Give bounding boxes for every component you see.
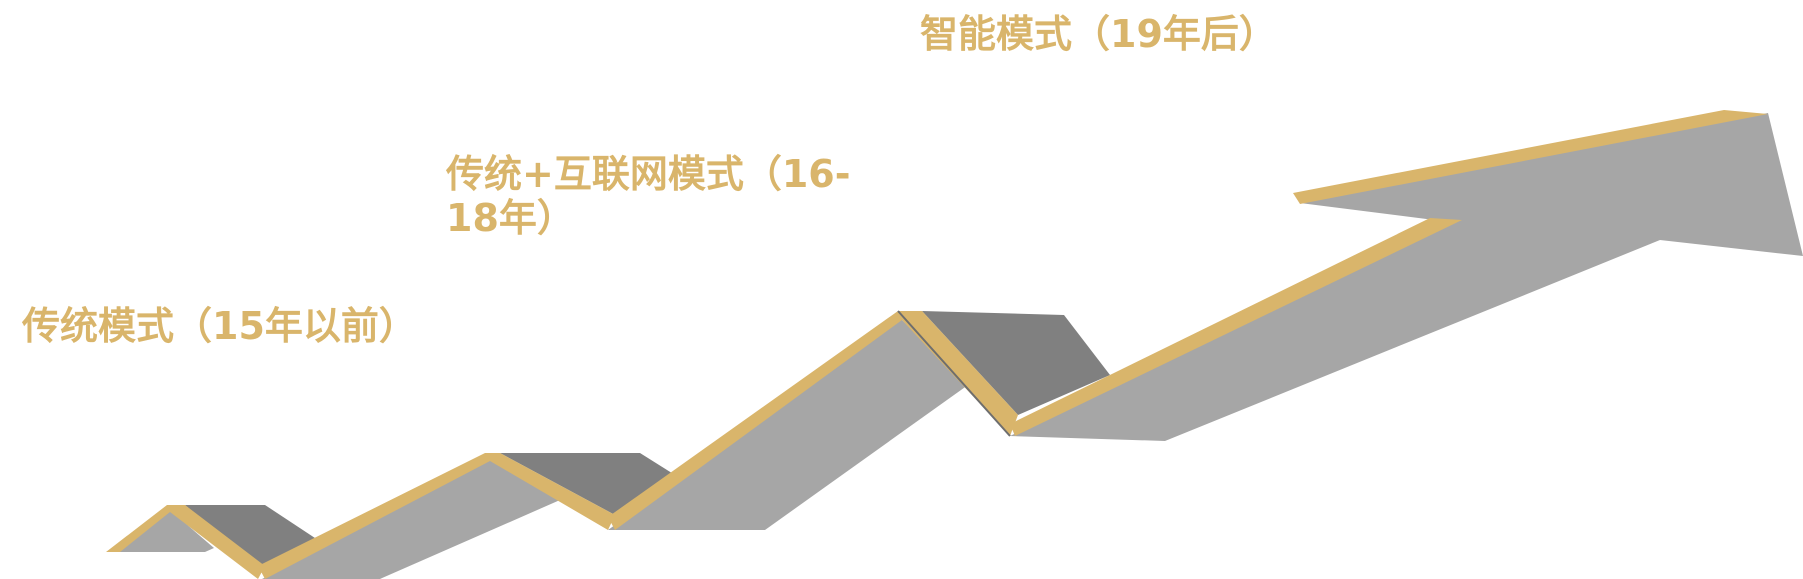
arrow-underside-panel-1	[185, 505, 318, 566]
arrow-edge-5	[1293, 110, 1768, 204]
arrow-face-1	[118, 510, 214, 552]
arrow-edge-1	[106, 505, 265, 579]
arrow-edge-2	[258, 453, 615, 579]
stage-label-traditional: 传统模式（15年以前）	[22, 304, 417, 348]
arrow-edge-4	[1010, 218, 1462, 436]
stage-label-line-1: 传统+互联网模式（16-	[446, 152, 851, 196]
stage-label-traditional-internet: 传统+互联网模式（16- 18年）	[446, 152, 851, 240]
fold-line-1	[897, 310, 1011, 437]
arrow-face-2	[262, 460, 560, 579]
arrow-underside-panel-2	[500, 453, 675, 515]
stage-label-intelligent: 智能模式（19年后）	[920, 12, 1277, 56]
arrow-face-3	[608, 318, 968, 530]
stage-label-line-2: 18年）	[446, 196, 575, 240]
arrow-face-4	[1010, 113, 1803, 441]
arrow-underside-panel-3	[922, 311, 1110, 415]
